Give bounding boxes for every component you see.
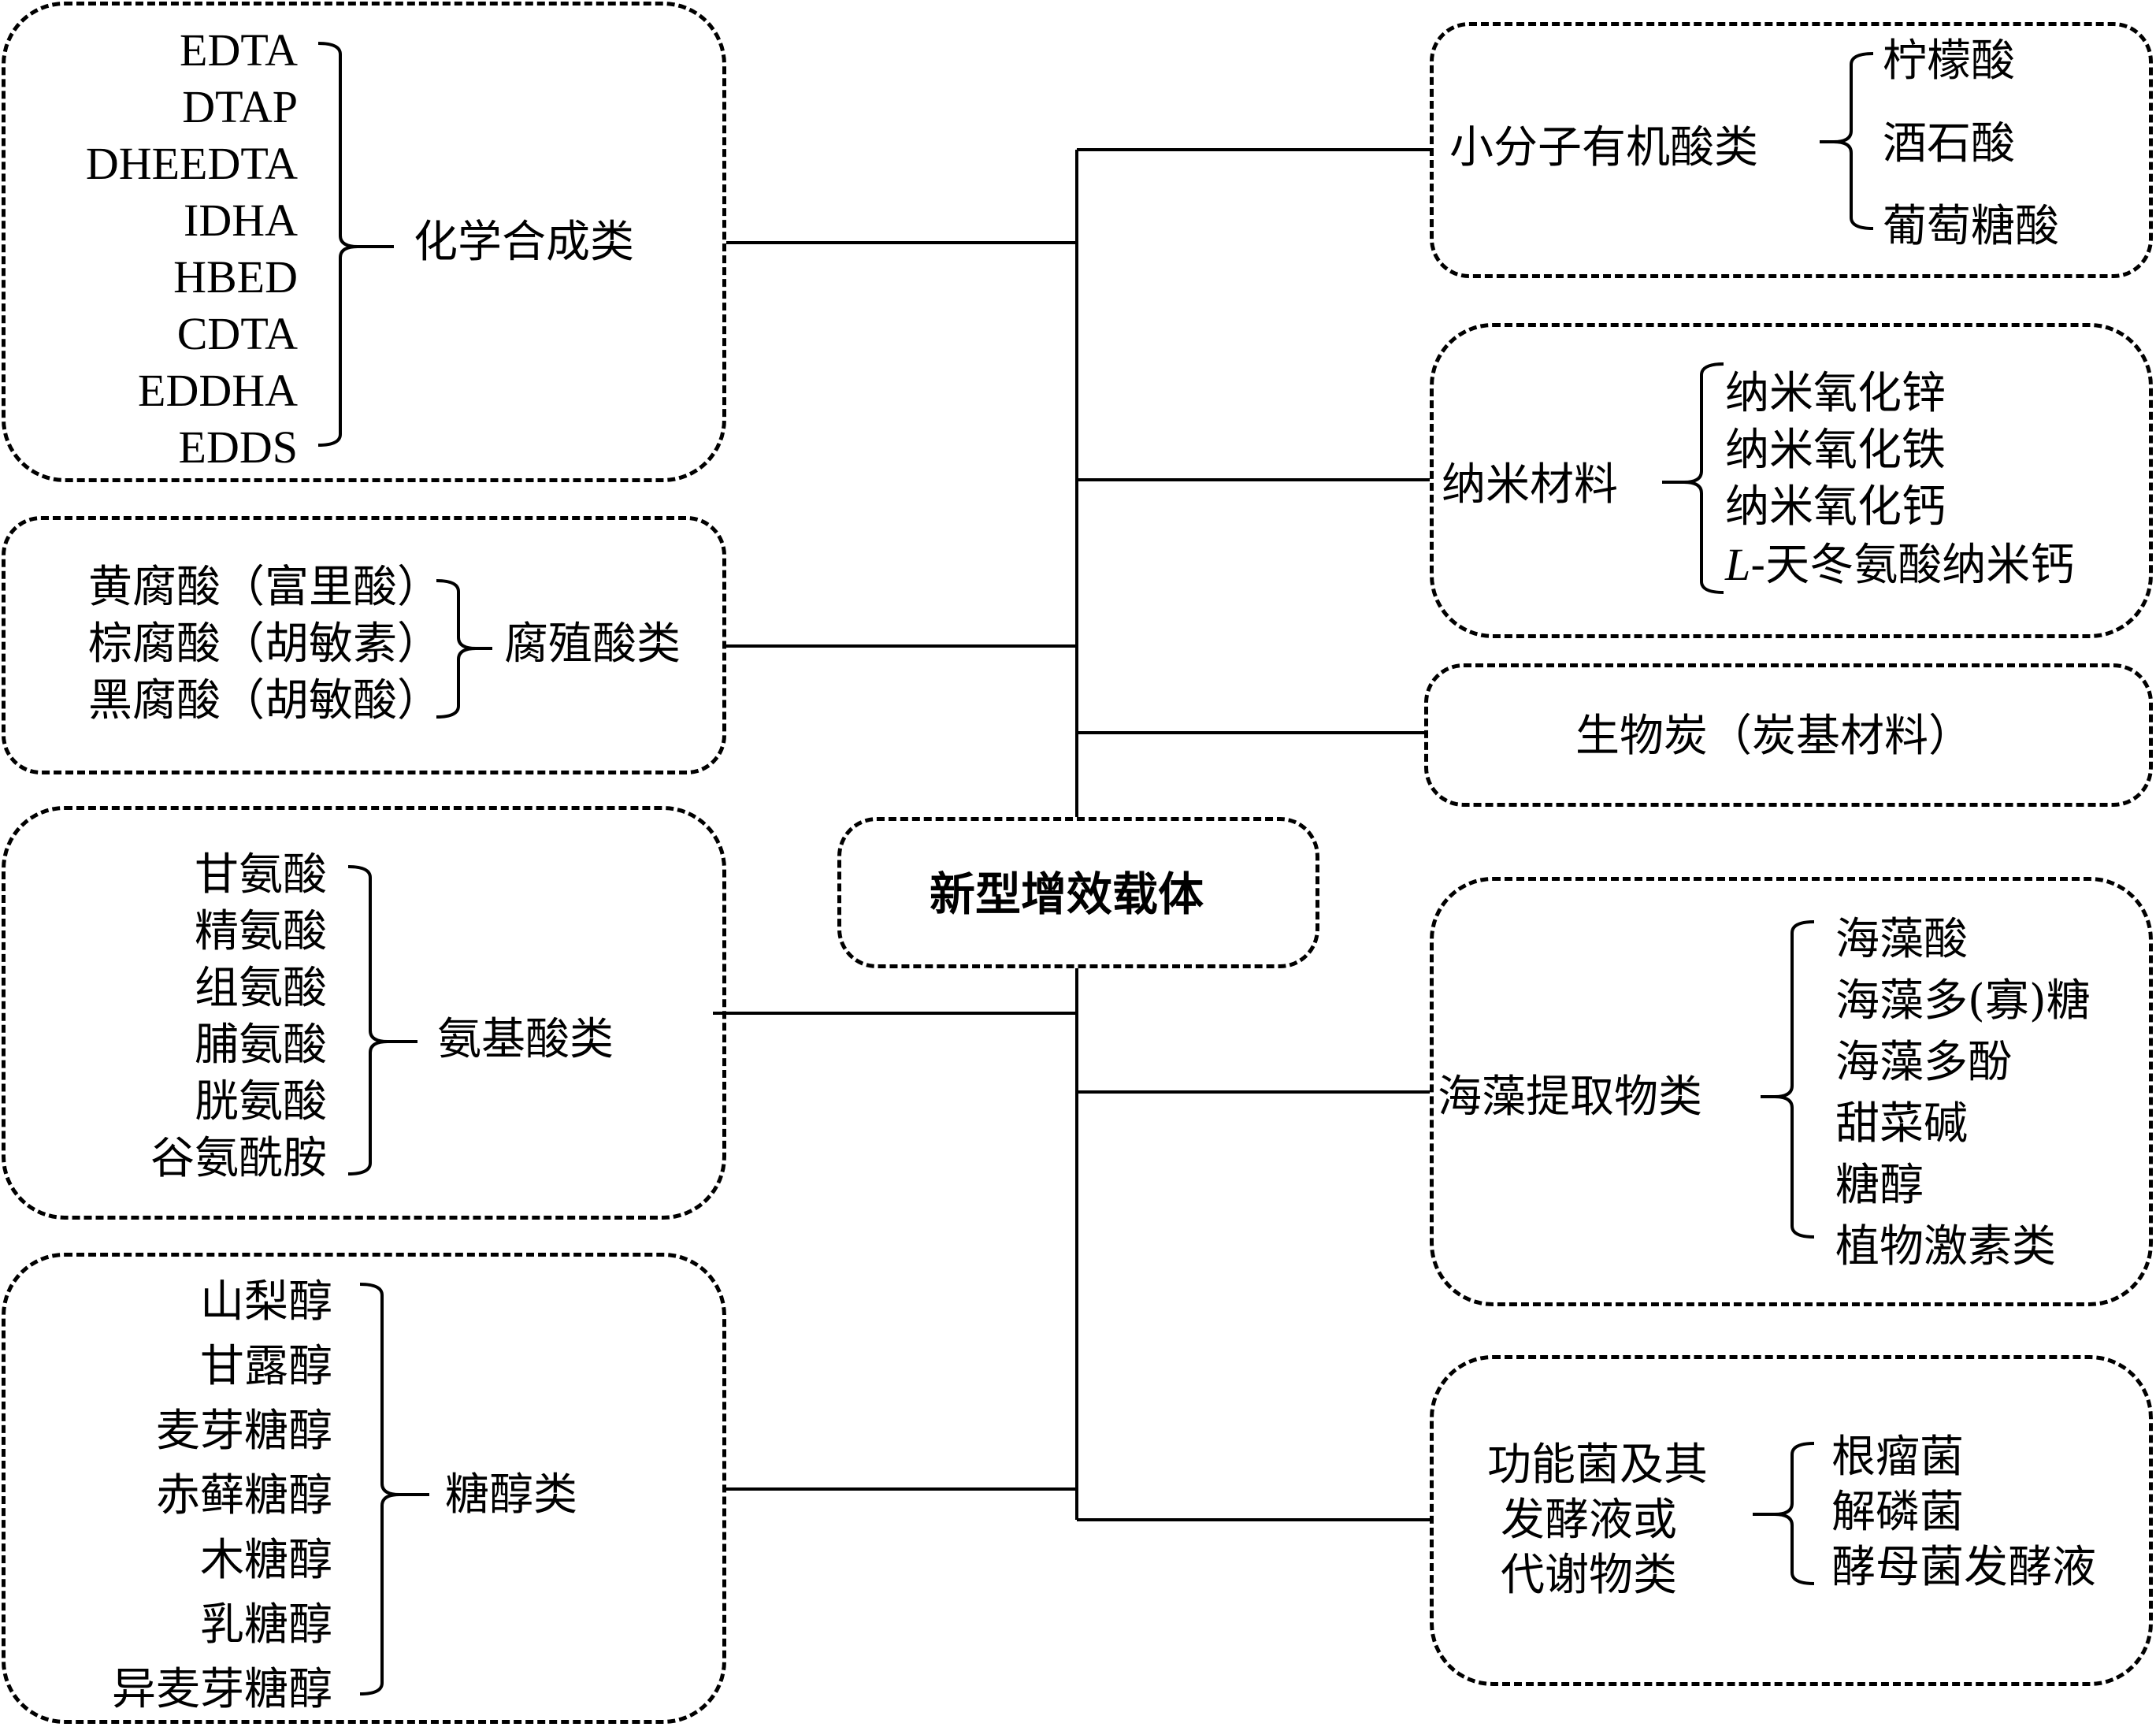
list-item: 根瘤菌: [1831, 1432, 1964, 1483]
group-box-nano: [1430, 323, 2153, 638]
list-item: DTAP: [182, 81, 298, 132]
list-item: 葡萄糖酸: [1883, 201, 2059, 252]
list-item: 纳米氧化锌: [1725, 368, 1946, 419]
category-label-microbe-line1: 功能菌及其: [1487, 1439, 1708, 1491]
list-item: 柠檬酸: [1883, 35, 2015, 87]
group-box-sugar-alcohol: [2, 1253, 726, 1724]
list-item: 纳米氧化钙: [1725, 481, 1946, 533]
category-label-biochar: 生物炭（炭基材料）: [1575, 711, 1972, 762]
category-label-microbe-line3: 代谢物类: [1501, 1550, 1677, 1601]
group-box-biochar: [1424, 663, 2153, 807]
list-item: 甜菜碱: [1835, 1098, 1968, 1149]
list-item: 甘露醇: [200, 1341, 332, 1392]
list-item: EDDS: [178, 422, 298, 473]
category-label-sugar-alcohol: 糖醇类: [445, 1469, 577, 1521]
list-item: EDDHA: [138, 365, 298, 416]
list-item: 麦芽糖醇: [156, 1406, 332, 1457]
category-label-amino: 氨基酸类: [437, 1014, 614, 1065]
category-label-nano: 纳米材料: [1442, 459, 1618, 511]
list-item: EDTA: [180, 24, 298, 76]
group-box-organic-acid: [1430, 22, 2153, 278]
group-box-microbe: [1430, 1355, 2153, 1686]
list-item: 山梨醇: [200, 1276, 332, 1328]
group-box-humic: [2, 516, 726, 774]
category-label-chemical: 化学合成类: [414, 217, 634, 268]
list-item: L-天冬氨酸纳米钙: [1725, 542, 2074, 588]
list-item: 赤藓糖醇: [156, 1470, 332, 1521]
list-item: 谷氨酰胺: [150, 1133, 327, 1184]
list-item: 解磷菌: [1831, 1487, 1964, 1538]
list-item: 糖醇: [1835, 1160, 1924, 1211]
group-box-chemical: [2, 2, 726, 482]
center-node-label: 新型增效载体: [930, 867, 1204, 921]
center-node-box: [837, 817, 1319, 968]
list-item: 酒石酸: [1883, 118, 2015, 169]
list-item: 黑腐酸（胡敏酸）: [88, 675, 441, 726]
list-item: 精氨酸: [195, 906, 327, 957]
list-item: 海藻多酚: [1835, 1037, 2012, 1088]
list-item: 胱氨酸: [195, 1076, 327, 1127]
list-item: 异麦芽糖醇: [112, 1664, 332, 1715]
category-label-seaweed: 海藻提取物类: [1438, 1071, 1702, 1123]
list-item: 乳糖醇: [200, 1599, 332, 1651]
item-rest: -天冬氨酸纳米钙: [1750, 540, 2075, 591]
list-item: 脯氨酸: [195, 1019, 327, 1071]
list-item: 黄腐酸（富里酸）: [88, 562, 441, 613]
group-box-amino: [2, 806, 726, 1220]
list-item: 海藻酸: [1835, 914, 1968, 965]
list-item: HBED: [173, 251, 298, 303]
list-item: CDTA: [176, 308, 298, 359]
category-label-humic: 腐殖酸类: [504, 618, 681, 670]
list-item: 组氨酸: [195, 963, 327, 1014]
category-label-microbe-line2: 发酵液或: [1501, 1495, 1677, 1546]
italic-prefix: L: [1725, 539, 1751, 590]
list-item: DHEEDTA: [85, 138, 298, 189]
list-item: IDHA: [184, 195, 298, 246]
list-item: 酵母菌发酵液: [1831, 1542, 2096, 1593]
list-item: 棕腐酸（胡敏素）: [88, 618, 441, 670]
list-item: 植物激素类: [1835, 1221, 2056, 1272]
list-item: 木糖醇: [200, 1535, 332, 1586]
category-label-organic-acid: 小分子有机酸类: [1449, 122, 1758, 173]
list-item: 纳米氧化铁: [1725, 425, 1946, 476]
list-item: 海藻多(寡)糖: [1835, 975, 2091, 1027]
list-item: 甘氨酸: [195, 849, 327, 901]
group-box-seaweed: [1430, 877, 2153, 1306]
